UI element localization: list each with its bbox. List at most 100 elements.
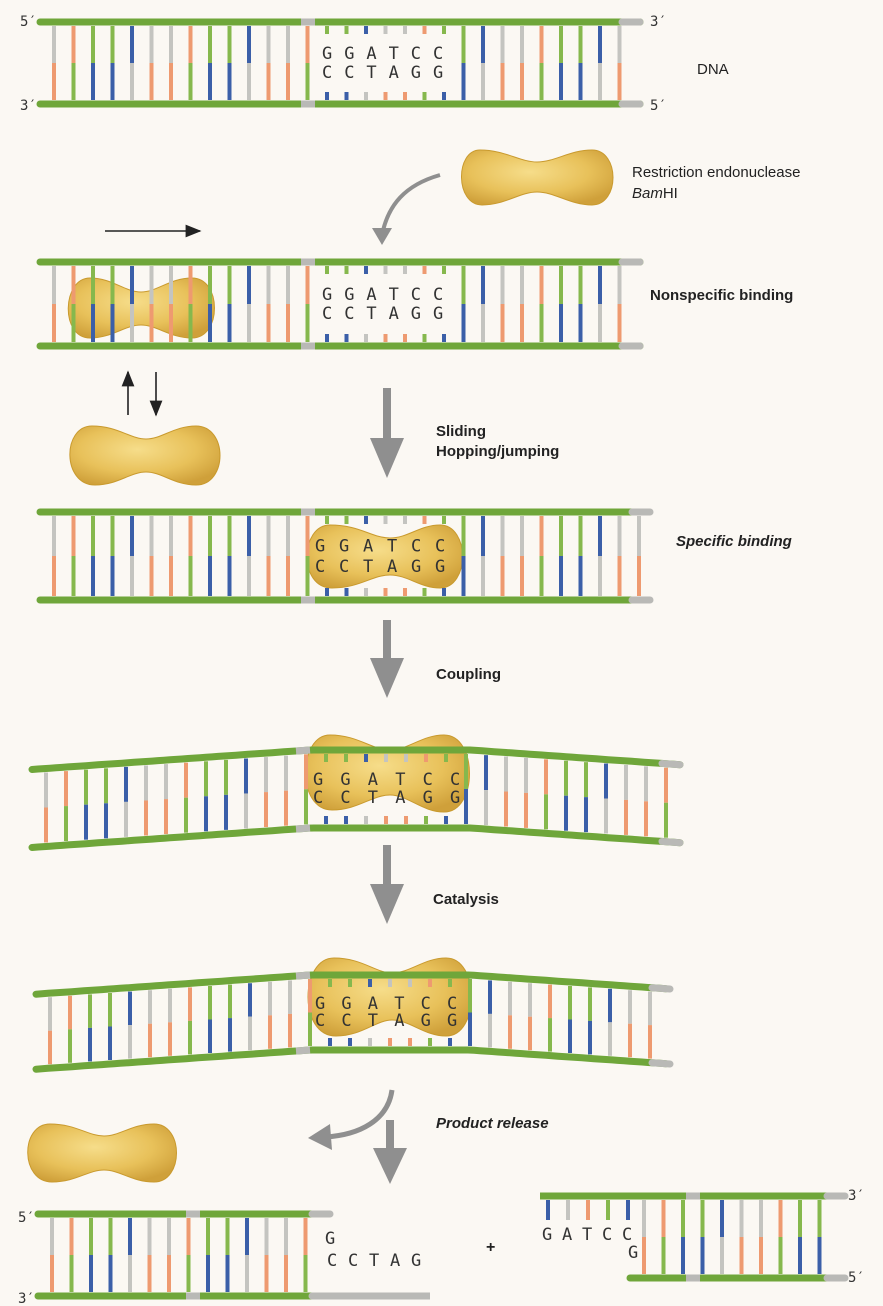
enzyme-approach: Restriction endonuclease BamHI: [105, 150, 800, 245]
site-top-base: T: [389, 44, 399, 64]
product-left-bottom-base: G: [411, 1251, 421, 1271]
product-left-bottom-base: C: [327, 1251, 337, 1271]
site-bottom-base: C: [340, 788, 350, 808]
plus-sign: +: [486, 1239, 495, 1256]
site-bottom-base: C: [344, 304, 354, 324]
site-bottom-base: C: [341, 1011, 351, 1031]
coupling-label: Coupling: [436, 666, 501, 683]
release-curved-arrow-icon: [325, 1090, 392, 1137]
site-bottom-base: T: [368, 1011, 378, 1031]
curved-arrow-head-icon: [372, 228, 392, 245]
site-top-base: C: [435, 537, 445, 557]
site-bottom-base: T: [363, 557, 373, 577]
site-top-base: C: [411, 537, 421, 557]
product-release-label: Product release: [436, 1115, 549, 1132]
association-dissociation: [70, 372, 220, 485]
backbone-segment: [296, 828, 310, 829]
site-top-base: G: [344, 44, 354, 64]
site-top-base: C: [411, 44, 421, 64]
five-prime-label-top: 5′: [20, 14, 37, 30]
site-bottom-base: G: [433, 304, 443, 324]
dna-row-catalysis: GGATCCCCTAGG: [36, 958, 670, 1069]
product-left-bottom-base: C: [348, 1251, 358, 1271]
site-bottom-base: G: [447, 1011, 457, 1031]
site-bottom-base: C: [313, 788, 323, 808]
enzyme-label-line1: Restriction endonuclease: [632, 164, 800, 181]
arrow-shaft: [383, 388, 391, 440]
specific-binding-label: Specific binding: [676, 533, 792, 550]
backbone-segment: [296, 1050, 310, 1051]
site-top-base: G: [322, 44, 332, 64]
backbone-segment: [296, 750, 310, 751]
site-bottom-base: G: [435, 557, 445, 577]
arrow-down-icon: [370, 658, 404, 698]
site-top-base: G: [315, 537, 325, 557]
site-bottom-base: A: [394, 1011, 404, 1031]
three-prime-label-product-right: 3′: [848, 1188, 865, 1204]
five-prime-label-product-left: 5′: [18, 1210, 35, 1226]
site-bottom-base: G: [423, 788, 433, 808]
site-bottom-base: G: [450, 788, 460, 808]
site-bottom-base: C: [339, 557, 349, 577]
dna-row-initial: GGATCCCCTAGG 5′ 3′ 3′ 5′ DNA: [20, 14, 729, 114]
three-prime-label-bottom: 3′: [20, 98, 37, 114]
five-prime-label-product-right: 5′: [848, 1270, 865, 1286]
site-bottom-base: T: [368, 788, 378, 808]
site-bottom-base: C: [315, 1011, 325, 1031]
site-bottom-base: C: [322, 63, 332, 83]
product-right-top-base: C: [602, 1225, 612, 1245]
curved-arrow-icon: [382, 175, 440, 235]
enzyme-shape-dissociated: [70, 426, 220, 485]
site-top-base: A: [363, 537, 373, 557]
site-top-base: G: [339, 537, 349, 557]
product-right-top-base: G: [542, 1225, 552, 1245]
sliding-label: Sliding: [436, 423, 486, 440]
backbone-end: [662, 763, 680, 764]
site-bottom-base: A: [389, 63, 399, 83]
enzyme-shape-free: [461, 150, 613, 205]
site-bottom-base: C: [322, 304, 332, 324]
dna-label: DNA: [697, 61, 729, 78]
site-top-base: G: [322, 285, 332, 305]
arrow-down-icon: [373, 1148, 407, 1184]
arrow-down-icon: [370, 438, 404, 478]
enzyme-label-line2: BamHI: [632, 185, 678, 202]
site-bottom-base: C: [315, 557, 325, 577]
backbone-end: [662, 841, 680, 842]
arrow-shaft: [383, 620, 391, 660]
product-right-top-base: T: [582, 1225, 592, 1245]
site-top-base: C: [433, 285, 443, 305]
site-bottom-base: T: [366, 304, 376, 324]
site-bottom-base: A: [387, 557, 397, 577]
arrow-shaft: [386, 1120, 394, 1152]
enzyme-label-italic: Bam: [632, 185, 663, 202]
five-prime-label-bottom: 5′: [650, 98, 667, 114]
enzyme-shape-bound-nonspecific: [68, 278, 214, 338]
product-release-step: Product release: [28, 1090, 549, 1184]
arrow-down-icon: [370, 884, 404, 924]
bottom-strand-backbone: [32, 828, 680, 848]
site-top-base: C: [411, 285, 421, 305]
site-top-base: A: [366, 44, 376, 64]
site-bottom-base: T: [366, 63, 376, 83]
step-arrow-sliding: Sliding Hopping/jumping: [370, 388, 559, 478]
site-bottom-base: G: [421, 1011, 431, 1031]
backbone-segment: [296, 975, 310, 976]
site-top-base: T: [387, 537, 397, 557]
site-top-base: T: [389, 285, 399, 305]
site-bottom-base: C: [344, 63, 354, 83]
site-top-base: C: [433, 44, 443, 64]
enzyme-label-roman: HI: [663, 185, 678, 202]
product-left-bottom-base: T: [369, 1251, 379, 1271]
step-arrow-coupling: Coupling: [370, 620, 501, 698]
product-right-top-base: C: [622, 1225, 632, 1245]
release-curved-arrow-head-icon: [308, 1124, 332, 1150]
product-right-overhang-base: G: [628, 1243, 638, 1263]
site-top-base: A: [366, 285, 376, 305]
site-bottom-base: G: [433, 63, 443, 83]
three-prime-label-product-left: 3′: [18, 1291, 35, 1306]
site-top-base: G: [344, 285, 354, 305]
